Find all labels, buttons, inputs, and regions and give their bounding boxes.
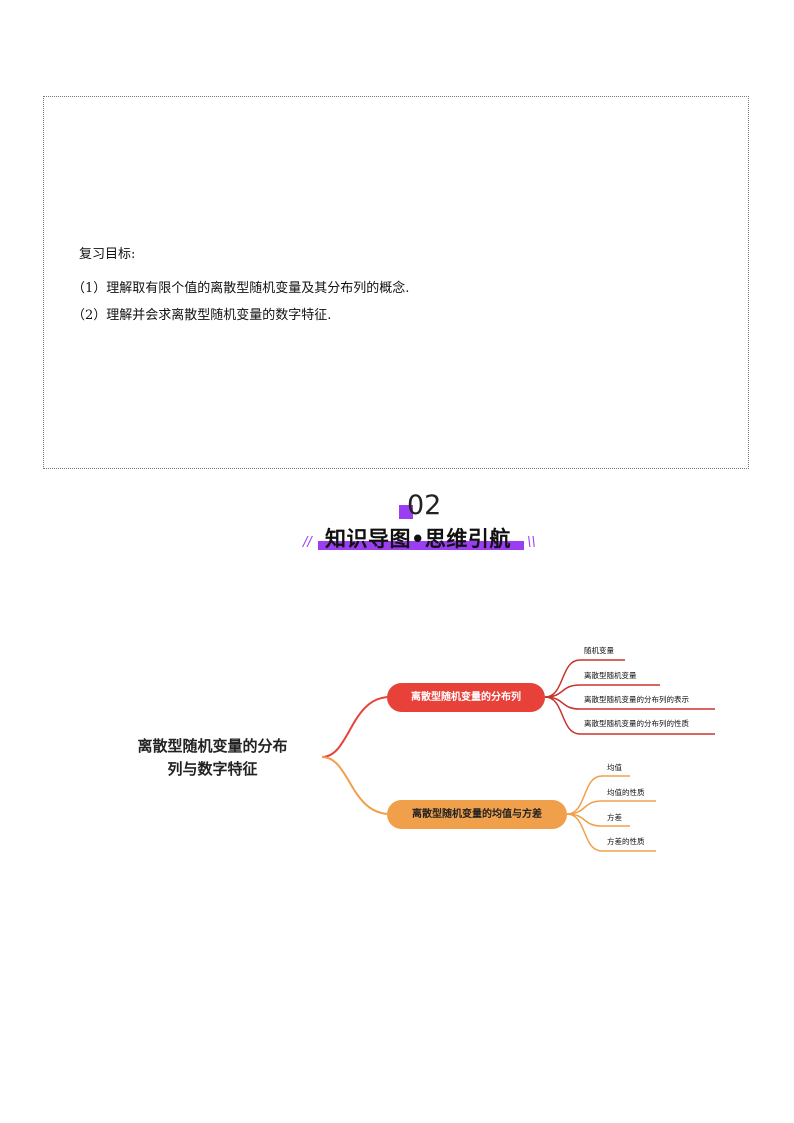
- leaf-item: 均值的性质: [607, 788, 645, 797]
- leaf-item: 均值: [607, 763, 622, 772]
- objective-item: （2）理解并会求离散型随机变量的数字特征.: [72, 308, 332, 323]
- leaf-item: 随机变量: [584, 646, 614, 655]
- leaf-line: [566, 775, 630, 815]
- leaf-line: [566, 813, 656, 852]
- leaf-item: 离散型随机变量的分布列的性质: [584, 719, 689, 728]
- section-title: 知识导图•思维引航: [325, 527, 511, 551]
- leaf-item: 方差的性质: [607, 837, 645, 846]
- branch-node: 离散型随机变量的分布列: [387, 683, 545, 712]
- objective-item: （1）理解取有限个值的离散型随机变量及其分布列的概念.: [72, 281, 410, 296]
- deco-right: \\: [527, 535, 536, 550]
- leaf-line: [566, 800, 656, 815]
- section-number: 02: [407, 490, 442, 521]
- branch-line: [321, 756, 391, 815]
- leaf-line: [544, 659, 625, 698]
- number-accent: [399, 505, 413, 519]
- leaf-item: 离散型随机变量的分布列的表示: [584, 695, 689, 704]
- objectives-box: [43, 96, 749, 469]
- branch-line: [321, 696, 391, 758]
- title-highlight: [318, 541, 524, 550]
- leaf-line: [544, 684, 660, 698]
- mindmap-center: 离散型随机变量的分布列与数字特征: [137, 737, 288, 778]
- objectives-heading: 复习目标:: [79, 247, 136, 262]
- leaf-item: 方差: [607, 813, 622, 822]
- leaf-line: [544, 696, 715, 735]
- deco-left: //: [303, 535, 312, 550]
- leaf-item: 离散型随机变量: [584, 671, 637, 680]
- branch-node: 离散型随机变量的均值与方差: [387, 800, 567, 829]
